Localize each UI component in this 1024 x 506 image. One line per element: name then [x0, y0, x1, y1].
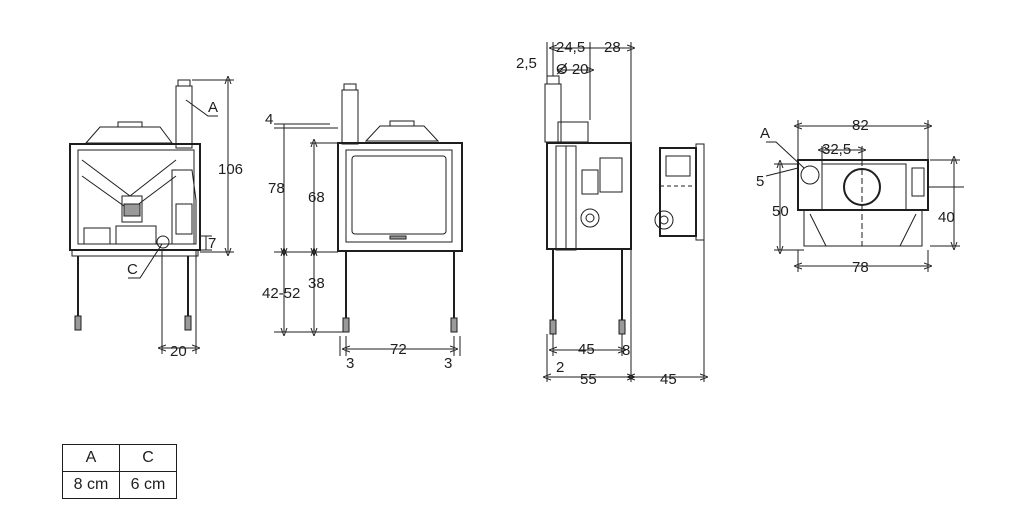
- top-dim-depth: 50: [772, 203, 789, 220]
- door-body: [337, 142, 463, 252]
- door-dim-top: 4: [265, 111, 273, 128]
- door-dim-leg: 38: [308, 275, 325, 292]
- dimension-legend-table: A C 8 cm 6 cm: [62, 444, 177, 499]
- front-door-view: [274, 83, 463, 356]
- side-dim-small: 2,5: [516, 55, 537, 72]
- connection-c: [156, 235, 170, 249]
- door-dim-width: 72: [390, 341, 407, 358]
- top-body: [797, 159, 929, 211]
- side-dim-back: 8: [622, 342, 630, 359]
- side-dim-depth-top: 28: [604, 39, 621, 56]
- legend-header-c: C: [119, 444, 177, 472]
- door-dim-right: 3: [444, 355, 452, 372]
- front-dim-offset: 7: [208, 235, 216, 252]
- hopper-lid: [84, 126, 173, 144]
- legend-value-a: 8 cm: [62, 471, 120, 499]
- side-dim-leg-span: 45: [578, 341, 595, 358]
- top-dim-width: 82: [852, 117, 869, 134]
- legend-header-row: A C: [62, 444, 177, 472]
- top-view: [765, 120, 964, 272]
- legend-value-c: 6 cm: [119, 471, 177, 499]
- door-dim-total-height: 78: [268, 180, 285, 197]
- side-dim-flue-offset: 24,5: [556, 39, 585, 56]
- top-dim-small: 5: [756, 173, 764, 190]
- door-dim-left: 3: [346, 355, 354, 372]
- top-dim-offset: 32,5: [822, 141, 851, 158]
- flue-pipe: [175, 85, 193, 149]
- front-dim-height: 106: [218, 161, 243, 178]
- top-dim-bottom-width: 78: [852, 259, 869, 276]
- door-dim-leg-range: 42-52: [262, 285, 300, 302]
- side-dim-foot: 2: [556, 359, 564, 376]
- front-label-c: C: [127, 261, 138, 278]
- side-dim-flue-diameter: Ø 20: [556, 61, 589, 78]
- legend-value-row: 8 cm 6 cm: [62, 471, 177, 499]
- side-module: [659, 147, 697, 237]
- door-glass: [351, 155, 447, 235]
- door-dim-door-height: 68: [308, 189, 325, 206]
- side-body: [546, 142, 632, 250]
- side-view: [545, 42, 704, 382]
- front-dim-width: 20: [170, 343, 187, 360]
- side-dim-depth: 55: [580, 371, 597, 388]
- top-label-a: A: [760, 125, 770, 142]
- front-view: [69, 80, 234, 354]
- side-dim-clearance: 45: [660, 371, 677, 388]
- top-dim-right: 40: [938, 209, 955, 226]
- legend-header-a: A: [62, 444, 120, 472]
- front-label-a: A: [208, 99, 218, 116]
